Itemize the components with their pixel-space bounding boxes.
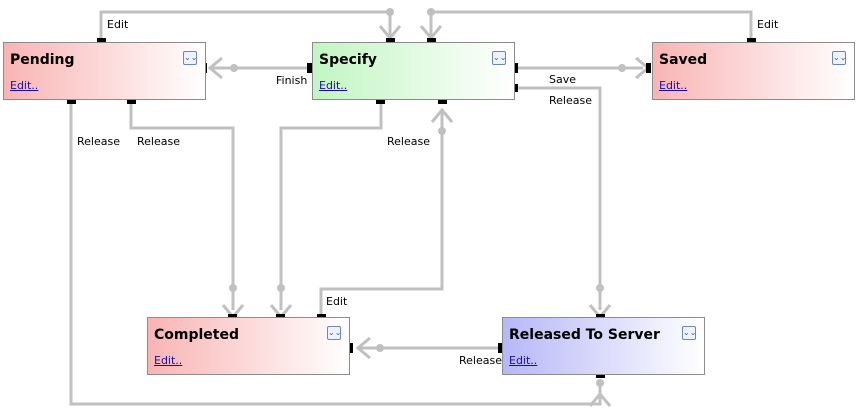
edit-connector-completed xyxy=(319,110,444,316)
state-completed[interactable]: Completed ⌄⌄ Edit.. xyxy=(147,317,350,375)
port-handle[interactable] xyxy=(386,38,395,43)
transition-label-specify-release: Release xyxy=(549,94,592,107)
expand-icon[interactable]: ⌄⌄ xyxy=(183,51,197,65)
port-handle[interactable] xyxy=(376,99,385,104)
expand-icon[interactable]: ⌄⌄ xyxy=(682,326,696,340)
port-handle[interactable] xyxy=(513,84,518,92)
state-title: Saved xyxy=(659,52,708,68)
port-handle[interactable] xyxy=(596,373,605,378)
port-handle[interactable] xyxy=(596,314,605,319)
anchor-dot xyxy=(386,8,394,16)
transition-label-pending-release-a: Release xyxy=(77,135,120,148)
state-released-to-server[interactable]: Released To Server ⌄⌄ Edit.. xyxy=(502,317,705,375)
port-handle[interactable] xyxy=(646,63,651,73)
transition-label-pending-release-b: Release xyxy=(137,135,180,148)
arrowhead-specify-bottom xyxy=(430,107,454,123)
port-handle[interactable] xyxy=(276,314,285,319)
arrowhead-pending-finish xyxy=(207,56,223,80)
arrowhead-released-bottom xyxy=(588,391,612,407)
anchor-dot xyxy=(596,379,604,387)
edit-link[interactable]: Edit.. xyxy=(10,79,39,92)
state-saved[interactable]: Saved ⌄⌄ Edit.. xyxy=(652,42,855,100)
state-title: Released To Server xyxy=(509,327,660,343)
state-pending[interactable]: Pending ⌄⌄ Edit.. xyxy=(3,42,206,100)
edit-connector-saved xyxy=(429,10,753,42)
expand-icon[interactable]: ⌄⌄ xyxy=(327,326,341,340)
port-handle[interactable] xyxy=(427,38,436,43)
port-handle[interactable] xyxy=(513,63,518,73)
edit-link[interactable]: Edit.. xyxy=(509,354,538,367)
anchor-dot xyxy=(438,127,446,135)
transition-label-saved-edit: Edit xyxy=(757,18,779,31)
arrowhead-completed-right xyxy=(355,336,371,360)
transition-label-pending-edit: Edit xyxy=(107,18,129,31)
state-specify[interactable]: Specify ⌄⌄ Edit.. xyxy=(312,42,515,100)
state-title: Completed xyxy=(154,327,240,343)
release-connector-specify-released xyxy=(515,86,602,310)
transition-label-save: Save xyxy=(549,73,577,86)
port-handle[interactable] xyxy=(97,38,106,43)
anchor-dot xyxy=(229,284,237,292)
port-handle[interactable] xyxy=(67,99,76,104)
port-handle[interactable] xyxy=(317,314,326,319)
anchor-dot xyxy=(376,344,384,352)
port-handle[interactable] xyxy=(747,38,756,43)
anchor-dot xyxy=(618,64,626,72)
edit-link[interactable]: Edit.. xyxy=(154,354,183,367)
release-connector-specify-completed xyxy=(279,102,383,310)
anchor-dot xyxy=(277,284,285,292)
port-handle[interactable] xyxy=(127,99,136,104)
port-handle[interactable] xyxy=(498,343,503,353)
port-handle[interactable] xyxy=(438,99,447,104)
port-handle[interactable] xyxy=(307,63,312,73)
anchor-dot xyxy=(427,8,435,16)
transition-label-specify-release-down: Release xyxy=(387,135,430,148)
transition-label-released-release: Release xyxy=(459,354,502,367)
transition-label-completed-edit: Edit xyxy=(326,295,348,308)
anchor-dot xyxy=(230,64,238,72)
state-title: Pending xyxy=(10,52,75,68)
port-handle[interactable] xyxy=(228,314,237,319)
state-title: Specify xyxy=(319,52,377,68)
transition-label-finish: Finish xyxy=(276,74,308,87)
expand-icon[interactable]: ⌄⌄ xyxy=(832,51,846,65)
edit-link[interactable]: Edit.. xyxy=(319,79,348,92)
edit-link[interactable]: Edit.. xyxy=(659,79,688,92)
expand-icon[interactable]: ⌄⌄ xyxy=(492,51,506,65)
edit-connector-pending xyxy=(99,10,392,42)
anchor-dot xyxy=(596,284,604,292)
release-connector-pending-completed xyxy=(129,102,235,310)
port-handle[interactable] xyxy=(348,343,353,353)
